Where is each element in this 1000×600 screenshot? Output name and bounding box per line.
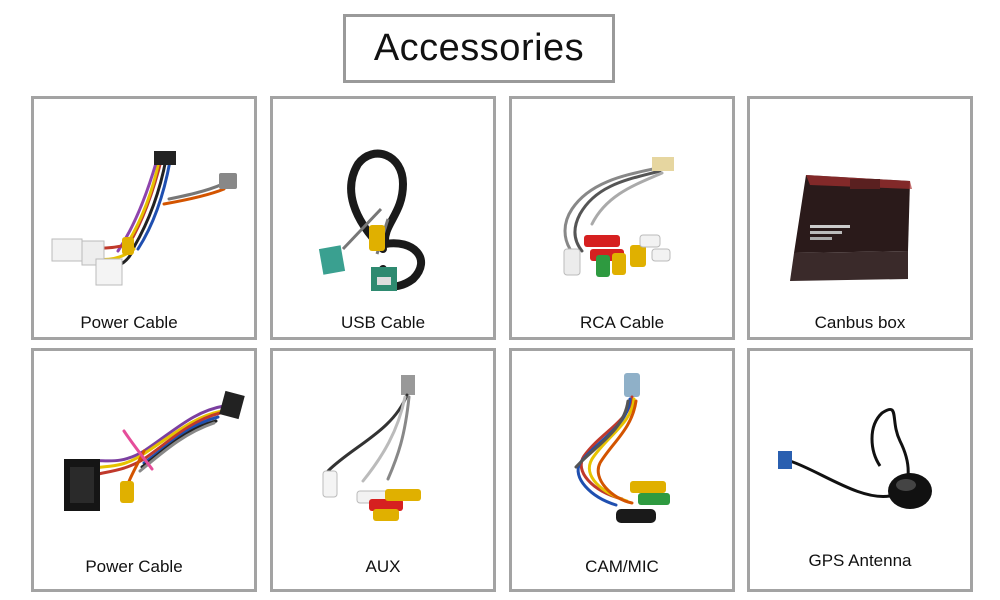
aux-cable-icon	[322, 375, 421, 521]
card-label: RCA Cable	[579, 313, 665, 332]
accessory-card-canbus-box: Canbus box	[747, 96, 973, 340]
card-label: USB Cable	[340, 313, 426, 332]
accessory-card-gps-antenna: GPS Antenna	[747, 348, 973, 592]
accessory-card-power-cable-2: Power Cable	[31, 348, 257, 592]
card-label: Canbus box	[814, 313, 906, 332]
gps-antenna-icon	[778, 407, 932, 509]
page-title: Accessories	[373, 27, 585, 69]
card-label: Power Cable	[80, 313, 178, 332]
accessory-card-aux: AUX	[270, 348, 496, 592]
accessory-card-power-cable: Power Cable	[31, 96, 257, 340]
card-label: CAM/MIC	[585, 557, 659, 576]
power-harness-2-icon	[64, 390, 245, 511]
card-label: GPS Antenna	[808, 551, 912, 570]
power-harness-icon	[51, 151, 237, 286]
rca-cable-icon	[563, 157, 674, 277]
card-label: AUX	[365, 557, 401, 576]
accessory-card-cam-mic: CAM/MIC	[509, 348, 735, 592]
accessory-card-rca-cable: RCA Cable	[509, 96, 735, 340]
page-title-box: Accessories	[343, 14, 615, 83]
cam-mic-cable-icon	[574, 373, 670, 523]
card-label: Power Cable	[85, 557, 183, 576]
accessory-card-usb-cable: USB Cable	[270, 96, 496, 340]
usb-cable-icon	[318, 149, 426, 291]
canbus-box-icon	[790, 175, 912, 281]
